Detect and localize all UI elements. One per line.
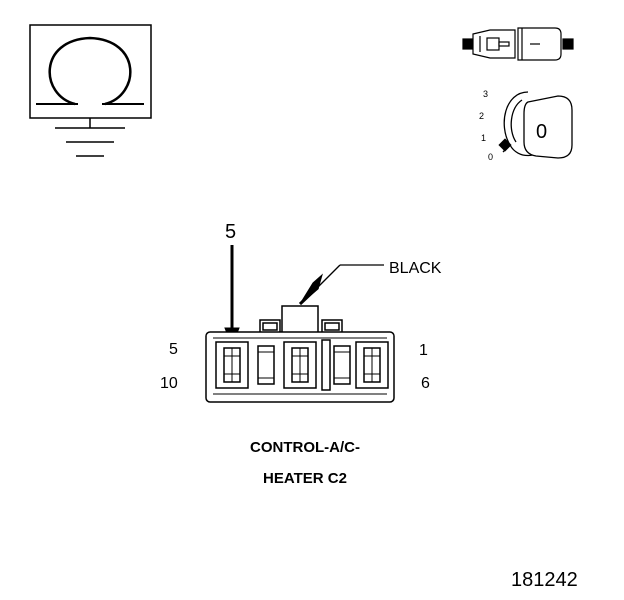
pin-label-top-right: 1 — [419, 342, 428, 359]
key-marking: 0 — [536, 121, 547, 143]
ignition-key-icon — [498, 91, 573, 159]
key-position-0: 0 — [488, 152, 493, 162]
pin-callout-number: 5 — [225, 221, 236, 243]
pin-label-top-left: 5 — [169, 341, 178, 358]
key-position-3: 3 — [483, 89, 488, 99]
pin-callout-arrow — [224, 245, 240, 348]
figure-number: 181242 — [511, 569, 578, 591]
key-position-1: 1 — [481, 133, 486, 143]
connector-color-label: BLACK — [389, 260, 442, 277]
pin-label-bottom-right: 6 — [421, 375, 430, 392]
connector-body — [205, 305, 395, 403]
omega-ground-icon — [29, 24, 152, 157]
connector-title-line1: CONTROL-A/C- — [250, 439, 360, 456]
connector-plug-icon — [462, 27, 574, 61]
pin-label-bottom-left: 10 — [160, 375, 178, 392]
key-position-2: 2 — [479, 111, 484, 121]
connector-title-line2: HEATER C2 — [263, 470, 347, 487]
color-leader-arrow — [298, 264, 384, 306]
